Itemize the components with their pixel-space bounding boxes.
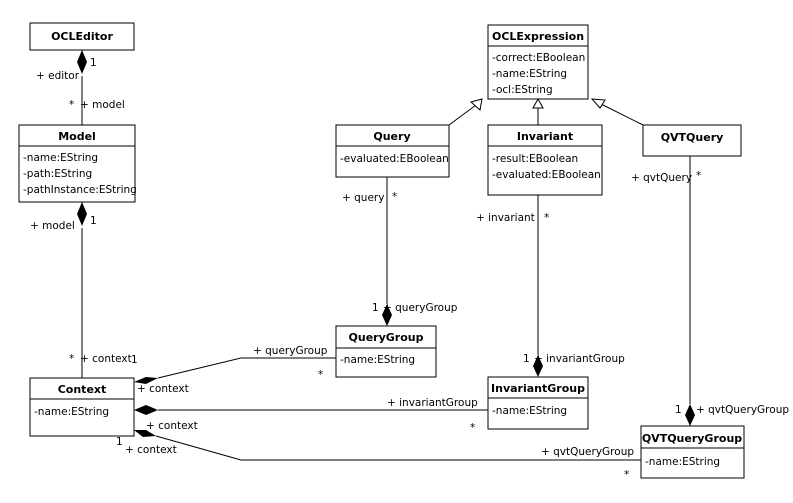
querygroup-title: QueryGroup bbox=[349, 331, 424, 344]
querygroup-composition-diamond bbox=[382, 304, 392, 326]
label-ctx-mult-3: 1 bbox=[116, 436, 123, 448]
invariant-attr-result: -result:EBoolean bbox=[492, 153, 578, 165]
label-qg-assoc-mult-one: 1 bbox=[131, 354, 138, 366]
label-query-mult: * bbox=[392, 191, 397, 203]
oclexpression-attr-ocl: -ocl:EString bbox=[492, 84, 553, 96]
class-model: Model -name:EString -path:EString -pathI… bbox=[18, 124, 137, 203]
model-composition-diamond bbox=[77, 202, 87, 226]
label-ig-assoc-role: + invariantGroup bbox=[387, 397, 478, 409]
invariantgroup-composition-diamond bbox=[533, 355, 543, 377]
label-qvtquerygroup-role-top: + qvtQueryGroup bbox=[696, 404, 789, 416]
context-title: Context bbox=[58, 383, 107, 396]
class-context: Context -name:EString bbox=[29, 377, 135, 437]
label-qvtquerygroup-mult-top: 1 bbox=[675, 404, 682, 416]
class-query: Query -evaluated:EBoolean bbox=[335, 124, 450, 178]
context-querygroup-diamond bbox=[134, 377, 158, 384]
label-model-role-bottom: + model bbox=[30, 220, 75, 232]
invariant-attr-evaluated: -evaluated:EBoolean bbox=[492, 169, 601, 181]
label-ctx-role-2: + context bbox=[146, 420, 198, 432]
query-generalization-arrow bbox=[469, 98, 483, 111]
context-attr-name: -name:EString bbox=[34, 406, 109, 418]
class-invariantgroup: InvariantGroup -name:EString bbox=[487, 376, 589, 430]
class-querygroup: QueryGroup -name:EString bbox=[335, 325, 437, 378]
qvtquery-generalization-arrow bbox=[590, 98, 606, 109]
label-qvtquery-mult: * bbox=[696, 170, 701, 182]
label-qvtg-assoc-role: + qvtQueryGroup bbox=[541, 446, 634, 458]
query-attr-evaluated: -evaluated:EBoolean bbox=[340, 153, 449, 165]
label-querygroup-mult-bottom: 1 bbox=[372, 302, 379, 314]
invariantgroup-title: InvariantGroup bbox=[491, 382, 585, 395]
querygroup-attr-name: -name:EString bbox=[340, 354, 415, 366]
label-query-role: + query bbox=[342, 192, 384, 204]
ocleditor-title: OCLEditor bbox=[51, 30, 113, 43]
qvtquery-generalization-line bbox=[600, 103, 644, 126]
oclexpression-title: OCLExpression bbox=[492, 30, 584, 43]
label-qvtquery-role: + qvtQuery bbox=[631, 172, 692, 184]
qvtquery-title: QVTQuery bbox=[661, 131, 724, 144]
label-querygroup-role-bottom: + queryGroup bbox=[383, 302, 458, 314]
label-invariant-mult: * bbox=[544, 212, 549, 224]
model-attr-path: -path:EString bbox=[23, 168, 92, 180]
label-context-mult-top: * bbox=[69, 353, 74, 365]
oclexpression-attr-correct: -correct:EBoolean bbox=[492, 52, 585, 64]
class-ocleditor: OCLEditor bbox=[29, 22, 135, 51]
label-invariant-role: + invariant bbox=[476, 212, 535, 224]
label-ig-assoc-mult-star: * bbox=[470, 422, 475, 434]
query-title: Query bbox=[373, 130, 410, 143]
context-invariantgroup-diamond bbox=[134, 405, 158, 415]
qvtquerygroup-composition-diamond bbox=[685, 404, 695, 426]
invariantgroup-attr-name: -name:EString bbox=[492, 405, 567, 417]
label-context-role-top: + context bbox=[80, 353, 132, 365]
qvtquerygroup-title: QVTQueryGroup bbox=[642, 432, 742, 445]
label-invariantgroup-mult-top: 1 bbox=[523, 353, 530, 365]
label-invariantgroup-role-top: + invariantGroup bbox=[534, 353, 625, 365]
label-qg-assoc-role: + queryGroup bbox=[253, 345, 328, 357]
context-qvtquerygroup-line bbox=[155, 435, 641, 461]
editor-composition-diamond bbox=[77, 50, 87, 74]
qvtquerygroup-attr-name: -name:EString bbox=[645, 456, 720, 468]
context-qvtquerygroup-diamond bbox=[134, 430, 156, 437]
model-title: Model bbox=[58, 130, 96, 143]
class-invariant: Invariant -result:EBoolean -evaluated:EB… bbox=[487, 124, 603, 196]
label-editor-role: + editor bbox=[36, 70, 80, 82]
label-qvtg-assoc-mult-star: * bbox=[624, 469, 629, 481]
label-model-mult-top: * bbox=[69, 99, 74, 111]
label-qg-assoc-mult-star: * bbox=[318, 369, 323, 381]
oclexpression-attr-name: -name:EString bbox=[492, 68, 567, 80]
invariant-title: Invariant bbox=[517, 130, 573, 143]
class-qvtquerygroup: QVTQueryGroup -name:EString bbox=[640, 425, 745, 479]
class-qvtquery: QVTQuery bbox=[642, 124, 742, 157]
label-model-mult-bottom: 1 bbox=[90, 215, 97, 227]
label-ctx-role-3: + context bbox=[125, 444, 177, 456]
class-oclexpression: OCLExpression -correct:EBoolean -name:ES… bbox=[487, 24, 589, 100]
label-ctx-role-1: + context bbox=[137, 383, 189, 395]
label-model-role-top: + model bbox=[80, 99, 125, 111]
invariant-generalization-arrow bbox=[532, 97, 544, 109]
context-querygroup-line bbox=[157, 357, 336, 379]
model-attr-pathinstance: -pathInstance:EString bbox=[23, 184, 137, 196]
label-editor-mult: 1 bbox=[90, 57, 97, 69]
model-attr-name: -name:EString bbox=[23, 152, 98, 164]
query-generalization-line bbox=[448, 104, 477, 126]
